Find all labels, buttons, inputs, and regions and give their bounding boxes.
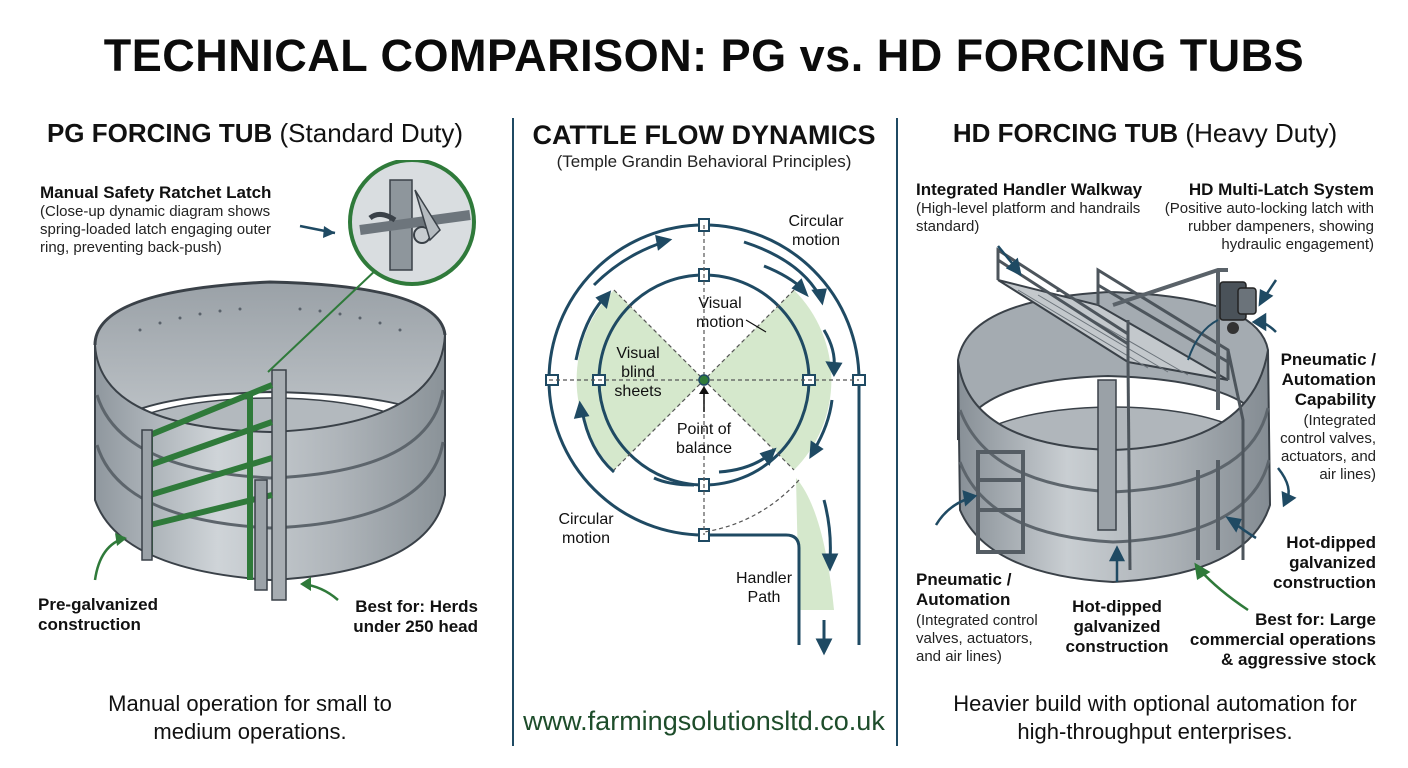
hd-title-bold: HD FORCING TUB — [952, 118, 1179, 148]
hotdip-right-label: Hot-dipped galvanized construction — [1273, 533, 1376, 592]
hd-latch-mechanism — [1187, 281, 1257, 361]
pregalv-label: Pre-galvanized construction — [38, 595, 158, 634]
pneumatic-right-callout: Pneumatic / Automation Capability (Integ… — [1272, 350, 1376, 484]
latch-callout: Manual Safety Ratchet Latch (Close-up dy… — [40, 183, 290, 257]
multilatch-desc: (Positive auto-locking latch with rubber… — [1164, 200, 1374, 253]
circular-motion-bottom-line1: Circular — [558, 511, 614, 528]
pg-footer-text: Manual operation for small to medium ope… — [108, 691, 392, 744]
multilatch-heading: HD Multi-Latch System — [1188, 180, 1374, 199]
pneumatic-right-desc: (Integrated control valves, actuators, a… — [1280, 412, 1376, 483]
divider-right — [896, 118, 898, 746]
walkway-callout: Integrated Handler Walkway (High-level p… — [916, 180, 1156, 236]
pg-panel-title: PG FORCING TUB (Standard Duty) — [20, 118, 490, 149]
pneumatic-left-heading: Pneumatic / Automation — [916, 570, 1012, 609]
flow-panel-subtitle: (Temple Grandin Behavioral Principles) — [556, 152, 852, 171]
visual-blind-line2: blind — [621, 364, 655, 381]
pneumatic-right-heading: Pneumatic / Automation Capability — [1280, 350, 1376, 409]
handler-path-line1: Handler — [736, 570, 793, 587]
walkway-heading: Integrated Handler Walkway — [916, 180, 1143, 199]
latch-closeup — [359, 179, 471, 271]
latch-heading: Manual Safety Ratchet Latch — [40, 183, 272, 202]
flow-panel-title: CATTLE FLOW DYNAMICS — [532, 120, 876, 150]
hd-tub-illustration — [934, 245, 1297, 612]
pg-best-for-label: Best for: Herds under 250 head — [353, 597, 478, 636]
pg-tub-illustration — [93, 160, 476, 601]
cattle-flow-diagram: Circular motion Visual motion Visual bli… — [545, 213, 866, 656]
divider-left — [512, 118, 514, 746]
point-balance-line2: balance — [676, 440, 732, 457]
visual-motion-line1: Visual — [698, 295, 741, 312]
rivet-dots — [138, 307, 402, 332]
circular-motion-top-line1: Circular — [788, 213, 844, 230]
circular-motion-bottom-line2: motion — [562, 530, 610, 547]
pneumatic-left-desc: (Integrated control valves, actuators, a… — [916, 612, 1038, 665]
hotdip-center-label: Hot-dipped galvanized construction — [1065, 597, 1169, 656]
walkway-handrails — [996, 247, 1245, 571]
visual-blind-line1: Visual — [616, 345, 659, 362]
hd-panel-title: HD FORCING TUB (Heavy Duty) — [900, 118, 1390, 149]
hd-front-gate — [976, 450, 1220, 560]
circular-motion-top-line2: motion — [792, 232, 840, 249]
multilatch-callout: HD Multi-Latch System (Positive auto-loc… — [1148, 180, 1374, 254]
hd-title-rest: (Heavy Duty) — [1185, 118, 1338, 148]
main-title: TECHNICAL COMPARISON: PG vs. HD FORCING … — [103, 30, 1305, 81]
pg-title-rest: (Standard Duty) — [279, 118, 464, 148]
visual-motion-line2: motion — [696, 314, 744, 331]
hd-best-for-label: Best for: Large commercial operations & … — [1189, 610, 1376, 669]
website-url: www.farmingsolutionsltd.co.uk — [523, 706, 885, 736]
latch-desc: (Close-up dynamic diagram shows spring-l… — [40, 203, 271, 256]
handler-path-line2: Path — [748, 589, 781, 606]
pneumatic-left-callout: Pneumatic / Automation (Integrated contr… — [916, 570, 1056, 666]
visual-blind-line3: sheets — [614, 383, 661, 400]
walkway-desc: (High-level platform and handrails stand… — [916, 200, 1141, 235]
point-balance-line1: Point of — [677, 421, 732, 438]
pg-title-bold: PG FORCING TUB — [46, 118, 273, 148]
hd-footer-text: Heavier build with optional automation f… — [953, 691, 1357, 744]
